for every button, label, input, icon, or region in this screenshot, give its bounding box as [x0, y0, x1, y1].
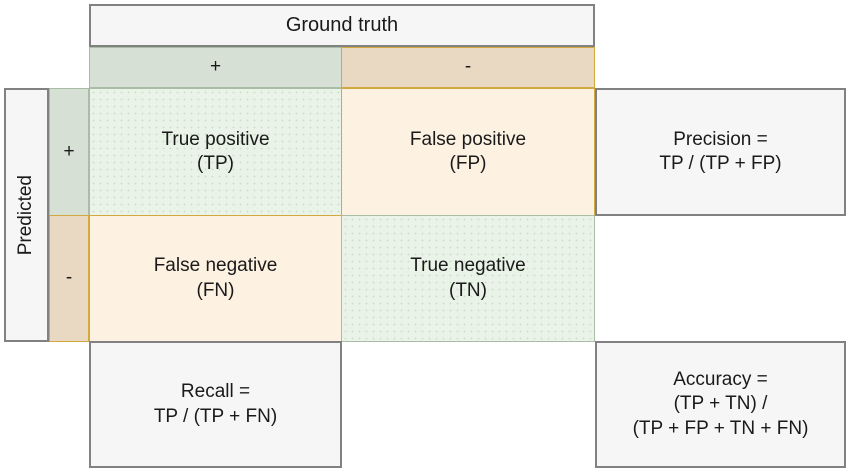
row-header-positive-label: + — [63, 140, 75, 162]
metric-recall-label: Recall = TP / (TP + FN) — [153, 381, 278, 427]
metric-precision-box: Precision = TP / (TP + FP) — [595, 88, 846, 216]
cell-true-positive-label: True positive (TP) — [161, 128, 270, 174]
cell-true-negative-label: True negative (TN) — [410, 255, 526, 301]
cell-true-positive: True positive (TP) — [89, 88, 342, 216]
column-header-positive: + — [89, 47, 342, 88]
column-header-positive-label: + — [209, 56, 222, 78]
cell-false-positive: False positive (FP) — [341, 88, 595, 216]
predicted-title-box: Predicted — [4, 88, 49, 342]
row-header-negative: - — [49, 215, 89, 342]
metric-accuracy-box: Accuracy = (TP + TN) / (TP + FP + TN + F… — [595, 341, 846, 468]
column-header-negative-label: - — [464, 56, 472, 78]
cell-false-negative-label: False negative (FN) — [153, 255, 278, 301]
ground-truth-title-label: Ground truth — [285, 13, 399, 36]
predicted-title-label: Predicted — [15, 174, 37, 256]
metric-recall-box: Recall = TP / (TP + FN) — [89, 341, 342, 468]
row-header-positive: + — [49, 88, 89, 216]
ground-truth-title-box: Ground truth — [89, 4, 595, 47]
row-header-negative-label: - — [65, 267, 73, 289]
metric-accuracy-label: Accuracy = (TP + TN) / (TP + FP + TN + F… — [632, 369, 809, 439]
column-header-negative: - — [341, 47, 595, 88]
cell-false-positive-label: False positive (FP) — [409, 128, 527, 174]
metric-precision-label: Precision = TP / (TP + FP) — [659, 128, 782, 174]
cell-true-negative: True negative (TN) — [341, 215, 595, 342]
cell-false-negative: False negative (FN) — [89, 215, 342, 342]
